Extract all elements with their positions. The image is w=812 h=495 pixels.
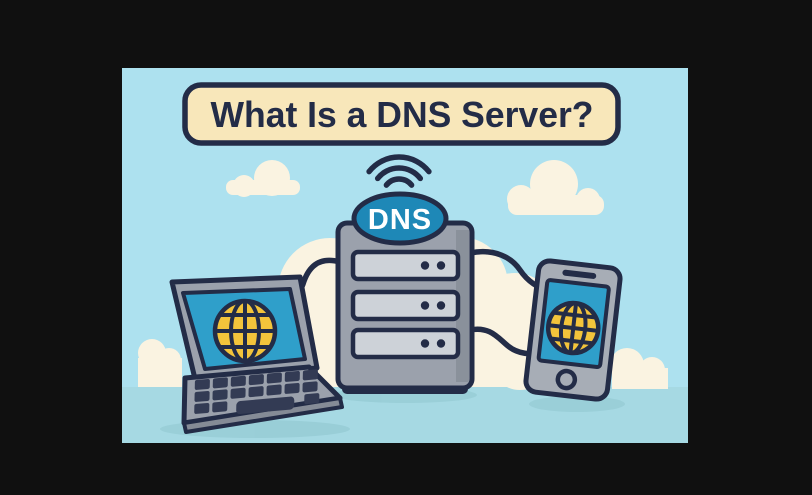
dns-illustration-svg: DNS bbox=[122, 68, 688, 443]
phone-speaker bbox=[562, 269, 597, 279]
wifi-arc-inner bbox=[383, 176, 415, 188]
cloud-top-right bbox=[507, 160, 604, 215]
slot-led-dot bbox=[420, 301, 430, 310]
slot-led-dot bbox=[420, 261, 430, 270]
globe-icon bbox=[212, 298, 278, 364]
cloud-top-left bbox=[226, 160, 300, 197]
slot-led-dot bbox=[420, 339, 430, 348]
wifi-signal-icon bbox=[366, 154, 432, 188]
laptop bbox=[169, 274, 344, 434]
dns-illustration: DNS bbox=[122, 68, 688, 443]
slot-led-dot bbox=[436, 301, 446, 310]
server-slot-3 bbox=[350, 327, 461, 360]
title-banner-box bbox=[182, 82, 621, 146]
phone-home-button bbox=[555, 368, 578, 391]
page-title: What Is a DNS Server? bbox=[211, 94, 594, 135]
slot-led-dot bbox=[436, 261, 446, 270]
laptop-touchpad bbox=[236, 396, 295, 415]
dns-server bbox=[335, 220, 475, 394]
dns-badge: DNS bbox=[351, 191, 449, 246]
cloud-bottom-left bbox=[138, 339, 182, 387]
server-slot-1 bbox=[350, 249, 461, 282]
slot-led-dot bbox=[436, 339, 446, 348]
title-banner: What Is a DNS Server? bbox=[182, 82, 621, 146]
wifi-arc-middle bbox=[374, 165, 424, 182]
smartphone bbox=[523, 258, 623, 402]
server-slots bbox=[350, 249, 461, 360]
dns-badge-oval bbox=[351, 191, 449, 246]
cloud-bottom-right bbox=[610, 348, 668, 389]
laptop-keyboard bbox=[194, 369, 320, 415]
wifi-arc-outer bbox=[366, 154, 432, 175]
globe-icon bbox=[545, 300, 601, 356]
server-slot-2 bbox=[350, 289, 461, 322]
dns-badge-label: DNS bbox=[368, 204, 432, 236]
